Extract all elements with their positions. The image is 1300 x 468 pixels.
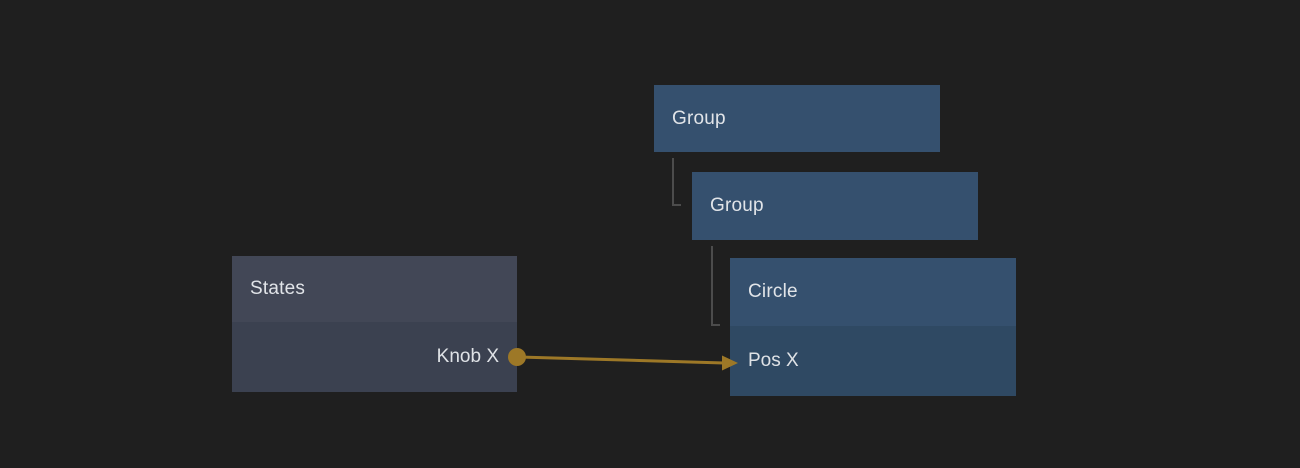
attribute-label: Pos X [748,350,799,371]
node-states-header[interactable]: States [232,256,517,322]
node-title: Group [672,107,726,129]
hierarchy-connector-group2-circle [711,246,720,326]
node-circle-header[interactable]: Circle [730,258,1016,326]
node-states[interactable]: States Knob X [232,256,517,392]
node-group-1[interactable]: Group [654,85,940,152]
node-title: Circle [748,281,798,302]
node-group-2-header[interactable]: Group [692,172,978,240]
node-group-1-header[interactable]: Group [654,85,940,152]
node-group-2[interactable]: Group [692,172,978,240]
attribute-label: Knob X [436,346,499,367]
node-title: States [250,278,306,299]
attribute-row-knob-x[interactable]: Knob X [232,322,517,392]
node-title: Group [710,195,764,216]
hierarchy-connector-group1-group2 [672,158,681,206]
node-circle[interactable]: Circle Pos X [730,258,1016,396]
connection-edge-knobx-posx[interactable] [518,355,725,365]
attribute-row-pos-x[interactable]: Pos X [730,326,1016,396]
